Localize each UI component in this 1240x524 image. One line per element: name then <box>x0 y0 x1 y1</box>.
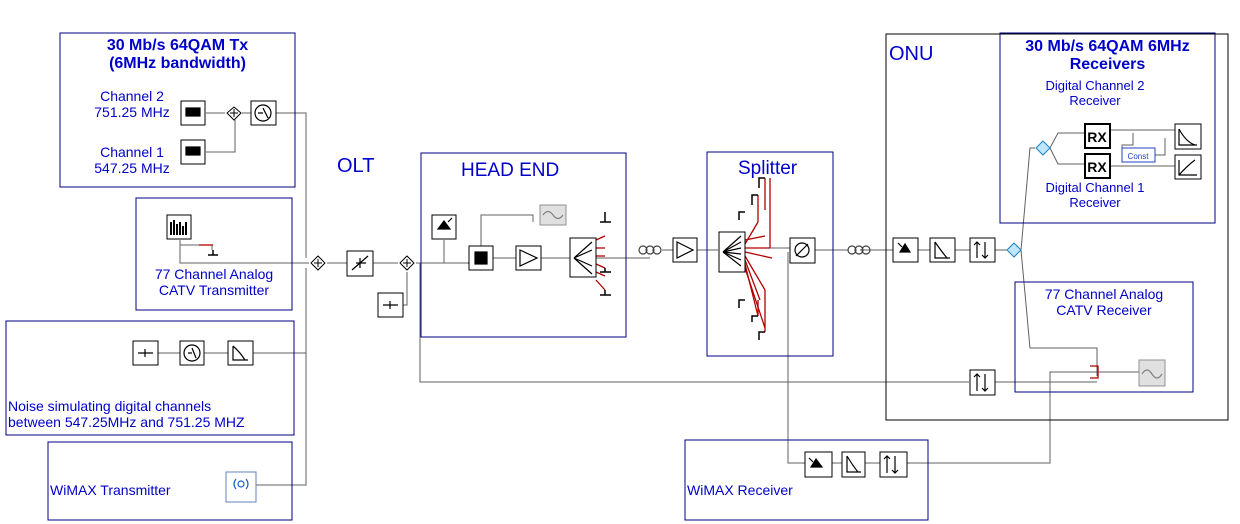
port-stubs <box>199 178 1099 379</box>
wimax-tx-label: WiMAX Transmitter <box>50 482 171 498</box>
splitter-label: Splitter <box>738 158 798 179</box>
glyphs <box>138 104 1197 490</box>
digital-rx-title-line-1: 30 Mb/s 64QAM 6MHz <box>1025 38 1190 55</box>
catv-tx-line-2: CATV Transmitter <box>158 281 270 298</box>
wimax-tx-frame <box>47 441 293 521</box>
digital-ch2-rx-line-2: Receiver <box>1069 92 1121 108</box>
constellation-label: Const <box>1128 152 1150 161</box>
phase-shifter-icon <box>789 237 816 264</box>
splitter-1x8-icon <box>718 231 746 273</box>
rx-ch2-icon <box>1084 123 1111 149</box>
terminators <box>208 177 765 340</box>
digital-ch1-rx-line-2: Receiver <box>1069 194 1121 210</box>
digital-rx-title-line-2: Receivers <box>1069 55 1146 73</box>
rx-ch1-label: RX <box>1087 159 1107 175</box>
digital-ch1-rx-label: Digital Channel 1 Receiver <box>1020 180 1170 210</box>
digital-ch2-rx-label: Digital Channel 2 Receiver <box>1020 78 1170 108</box>
rx-ch2-label: RX <box>1087 129 1107 145</box>
channel-1-name: Channel 1 <box>100 144 164 160</box>
noise-line-2: between 547.25MHz and 751.25 MHZ <box>8 413 245 430</box>
noise-line-1: Noise simulating digital channels <box>8 398 212 414</box>
combiners <box>226 106 1051 271</box>
noise-label: Noise simulating digital channels betwee… <box>8 398 245 430</box>
onu-label: ONU <box>889 43 934 65</box>
catv-tx-label: 77 Channel Analog CATV Transmitter <box>136 266 292 298</box>
pilot-source-icon <box>377 292 404 318</box>
rx-ch1-icon <box>1084 153 1111 179</box>
onu-receiver-icon <box>969 237 996 263</box>
channel-1-label: Channel 1 547.25 MHz <box>84 144 180 176</box>
tx-title-line-1: 30 Mb/s 64QAM Tx <box>106 37 249 54</box>
catv-rx-line-2: CATV Receiver <box>1056 301 1152 318</box>
digital-rx-title: 30 Mb/s 64QAM 6MHz Receivers <box>1000 38 1215 74</box>
catv-tx-line-1: 77 Channel Analog <box>154 266 274 282</box>
frames <box>5 32 1216 521</box>
tx-title-line-2: (6MHz bandwidth) <box>109 54 246 72</box>
upstream-receiver-icon <box>969 369 996 396</box>
catv-rx-frame <box>1014 281 1194 393</box>
noise-frame <box>5 320 295 436</box>
wimax-filter-icon <box>841 451 866 478</box>
channel-2-freq: 751.25 MHz <box>94 103 170 120</box>
tx-frame <box>59 32 296 188</box>
olt-label: OLT <box>337 155 375 177</box>
catv-rx-line-1: 77 Channel Analog <box>1044 286 1164 302</box>
channel-2-label: Channel 2 751.25 MHz <box>84 88 180 120</box>
constellation-icon <box>1121 147 1156 163</box>
catv-tx-frame <box>135 197 293 311</box>
channel-2-name: Channel 2 <box>100 88 164 104</box>
channel-1-freq: 547.25 MHz <box>94 159 170 176</box>
digital-ch2-rx-line-1: Digital Channel 2 <box>1045 78 1145 93</box>
photodetector-icon <box>892 237 919 263</box>
wimax-rx-label: WiMAX Receiver <box>687 482 793 498</box>
head-end-label: HEAD END <box>461 160 560 181</box>
onu-frame <box>885 33 1229 421</box>
wimax-receiver-icon <box>879 451 908 478</box>
head-end-frame <box>420 152 627 338</box>
digital-rx-frame <box>999 32 1216 224</box>
digital-ch1-rx-line-1: Digital Channel 1 <box>1045 180 1145 195</box>
fork-rx-icon <box>1035 140 1051 156</box>
catv-rx-label: 77 Channel Analog CATV Receiver <box>1015 286 1193 318</box>
tx-title: 30 Mb/s 64QAM Tx (6MHz bandwidth) <box>60 37 295 73</box>
wimax-rx-frame <box>684 439 929 521</box>
fork-onu-icon <box>1006 242 1022 258</box>
splitter-frame <box>706 151 834 357</box>
